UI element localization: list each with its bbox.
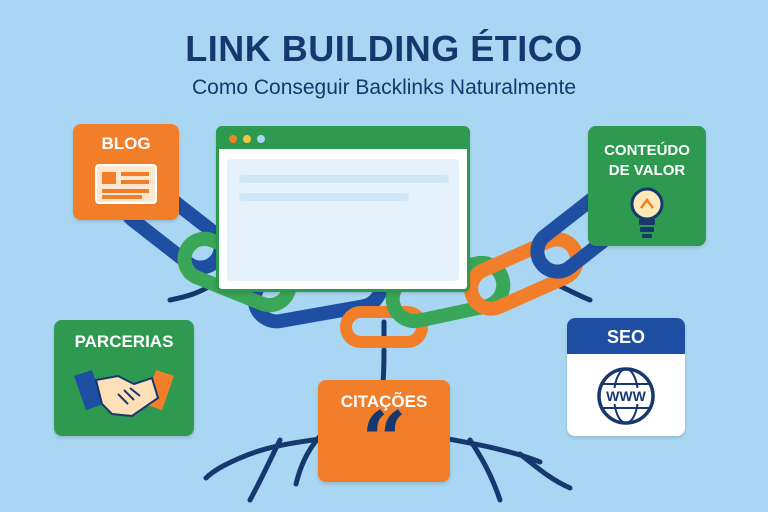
parcerias-label: PARCERIAS <box>74 332 174 351</box>
browser-content <box>227 159 459 281</box>
seo-header <box>567 318 685 354</box>
browser-window <box>216 126 470 292</box>
citacoes-card: CITAÇÕES “ <box>318 380 450 482</box>
chain-link <box>464 232 584 316</box>
seo-card: SEO WWW <box>567 318 685 436</box>
handshake-icon <box>74 370 174 418</box>
globe-label: WWW <box>606 388 646 404</box>
text-line <box>239 193 409 201</box>
blog-card: BLOG <box>73 124 179 220</box>
seo-label: SEO <box>606 327 645 347</box>
document-icon <box>95 164 157 204</box>
conteudo-label-line2: DE VALOR <box>608 162 686 179</box>
page-subtitle: Como Conseguir Backlinks Naturalmente <box>192 76 576 99</box>
window-dot <box>243 135 251 143</box>
browser-title-bar <box>219 129 467 149</box>
conteudo-card: CONTEÚDO DE VALOR <box>588 126 706 246</box>
quote-icon: “ <box>361 395 407 486</box>
parcerias-card: PARCERIAS <box>54 320 194 436</box>
citacoes-label: CITAÇÕES <box>340 392 428 411</box>
text-line <box>239 175 449 183</box>
window-dot <box>229 135 237 143</box>
window-dot <box>257 135 265 143</box>
blog-label: BLOG <box>101 134 151 153</box>
globe-icon <box>597 367 655 425</box>
conteudo-label-line1: CONTEÚDO <box>604 142 690 159</box>
lightbulb-icon <box>630 187 664 238</box>
page-title: LINK BUILDING ÉTICO <box>185 28 583 69</box>
